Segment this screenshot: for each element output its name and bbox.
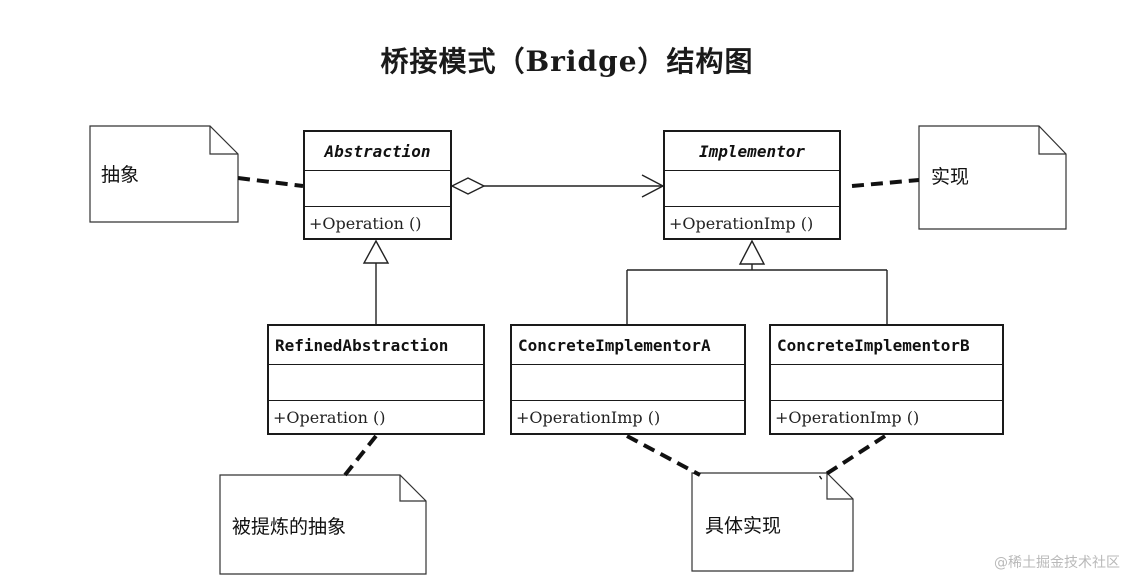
note-shape-implementor	[918, 125, 1067, 230]
note-text-implementor: 实现	[931, 166, 970, 188]
class-name-concrete-implementor-a: ConcreteImplementorA	[512, 326, 744, 365]
inheritance-concrete	[626, 239, 888, 324]
class-operation-implementor: +OperationImp ()	[669, 213, 814, 233]
note-text-concrete: 具体实现	[705, 515, 782, 537]
class-attributes-implementor	[665, 171, 839, 207]
class-concrete-implementor-a: ConcreteImplementorA +OperationImp ()	[510, 324, 746, 435]
class-concrete-implementor-b: ConcreteImplementorB +OperationImp ()	[769, 324, 1004, 435]
class-operation-refined-abstraction: +Operation ()	[273, 407, 386, 427]
class-attributes-concrete-implementor-b	[771, 365, 1002, 401]
note-shape-concrete	[691, 472, 854, 572]
diagram-title: 桥接模式（Bridge）结构图	[380, 45, 754, 78]
class-operation-concrete-implementor-a: +OperationImp ()	[516, 407, 661, 427]
class-name-refined-abstraction: RefinedAbstraction	[269, 326, 483, 365]
watermark: @稀土掘金技术社区	[994, 555, 1120, 571]
note-connectors	[237, 176, 920, 480]
aggregation-association	[450, 174, 665, 198]
class-name-concrete-implementor-b: ConcreteImplementorB	[771, 326, 1002, 365]
class-attributes-concrete-implementor-a	[512, 365, 744, 401]
note-text-refined: 被提炼的抽象	[232, 516, 347, 538]
class-name-implementor: Implementor	[665, 132, 839, 171]
class-operation-abstraction: +Operation ()	[309, 213, 422, 233]
class-refined-abstraction: RefinedAbstraction +Operation ()	[267, 324, 485, 435]
class-attributes-refined-abstraction	[269, 365, 483, 401]
note-text-abstraction: 抽象	[101, 164, 140, 186]
class-implementor: Implementor +OperationImp ()	[663, 130, 841, 240]
class-attributes-abstraction	[305, 171, 450, 207]
class-abstraction: Abstraction +Operation ()	[303, 130, 452, 240]
note-shape-abstraction	[89, 125, 239, 223]
inheritance-refined	[362, 239, 390, 324]
note-shape-refined	[219, 474, 427, 575]
class-name-abstraction: Abstraction	[305, 132, 450, 171]
class-operation-concrete-implementor-b: +OperationImp ()	[775, 407, 920, 427]
